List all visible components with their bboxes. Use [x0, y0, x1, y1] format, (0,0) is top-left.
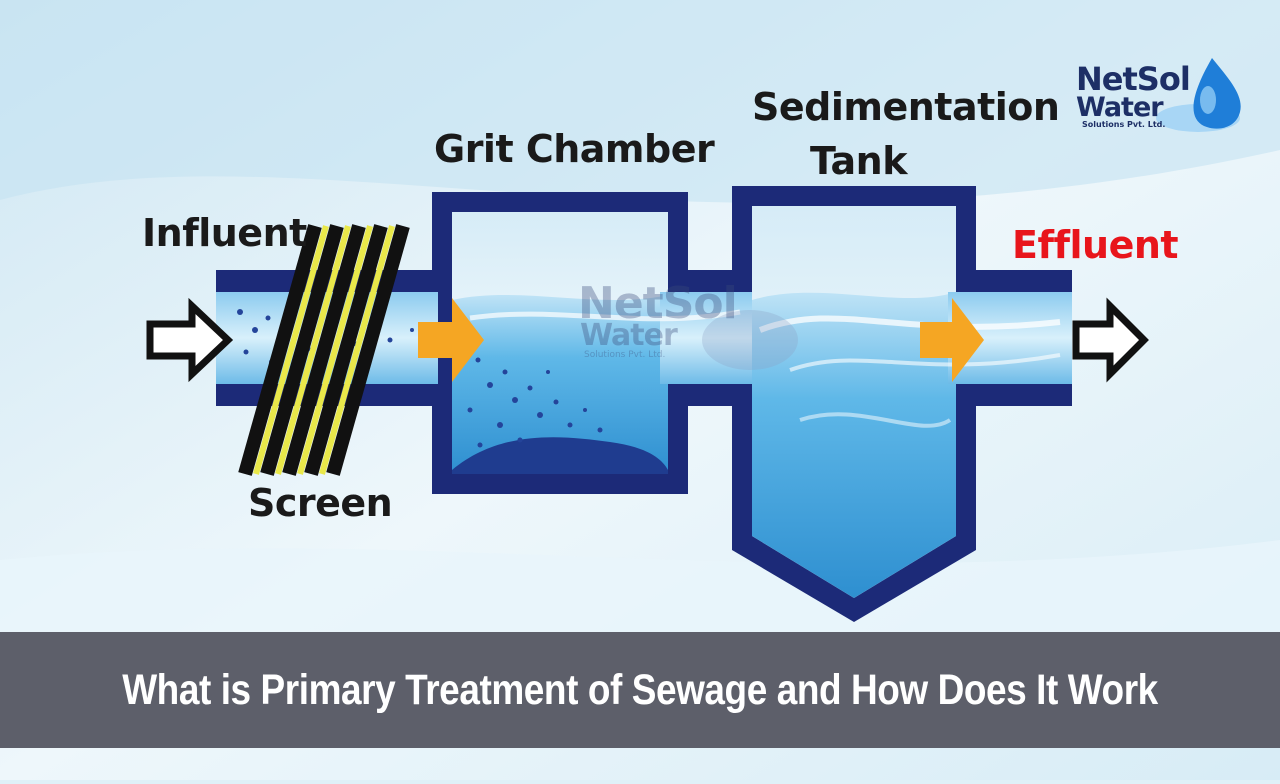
watermark-drop-icon: [702, 310, 798, 370]
watermark: NetSol Water Solutions Pvt. Ltd.: [578, 278, 808, 378]
label-screen: Screen: [248, 481, 393, 525]
watermark-line2: Water: [580, 318, 678, 353]
watermark-line1: NetSol: [578, 278, 738, 329]
title-banner: [0, 632, 1280, 748]
label-influent: Influent: [142, 211, 307, 255]
label-grit-chamber: Grit Chamber: [434, 127, 715, 171]
label-sedimentation: Sedimentation: [752, 85, 1060, 129]
background-wave-bottom: [0, 540, 1280, 632]
netsol-logo: NetSol Water Solutions Pvt. Ltd.: [1072, 60, 1252, 140]
watermark-line3: Solutions Pvt. Ltd.: [584, 350, 666, 360]
logo-line2: Water: [1076, 92, 1164, 123]
logo-drop-icon: [1156, 58, 1241, 132]
banner-title: What is Primary Treatment of Sewage and …: [122, 665, 1158, 714]
label-effluent: Effluent: [1012, 223, 1179, 267]
flow-arrow-icon: [920, 298, 984, 382]
outlet-arrow-icon: [1072, 297, 1149, 383]
inlet-arrow-icon: [146, 297, 234, 383]
flow-arrow-icon: [418, 298, 484, 382]
screen-bars: [238, 224, 410, 476]
background-wave: [0, 0, 1280, 204]
label-tank: Tank: [810, 139, 908, 183]
logo-line1: NetSol: [1076, 60, 1191, 98]
logo-line3: Solutions Pvt. Ltd.: [1082, 120, 1166, 129]
